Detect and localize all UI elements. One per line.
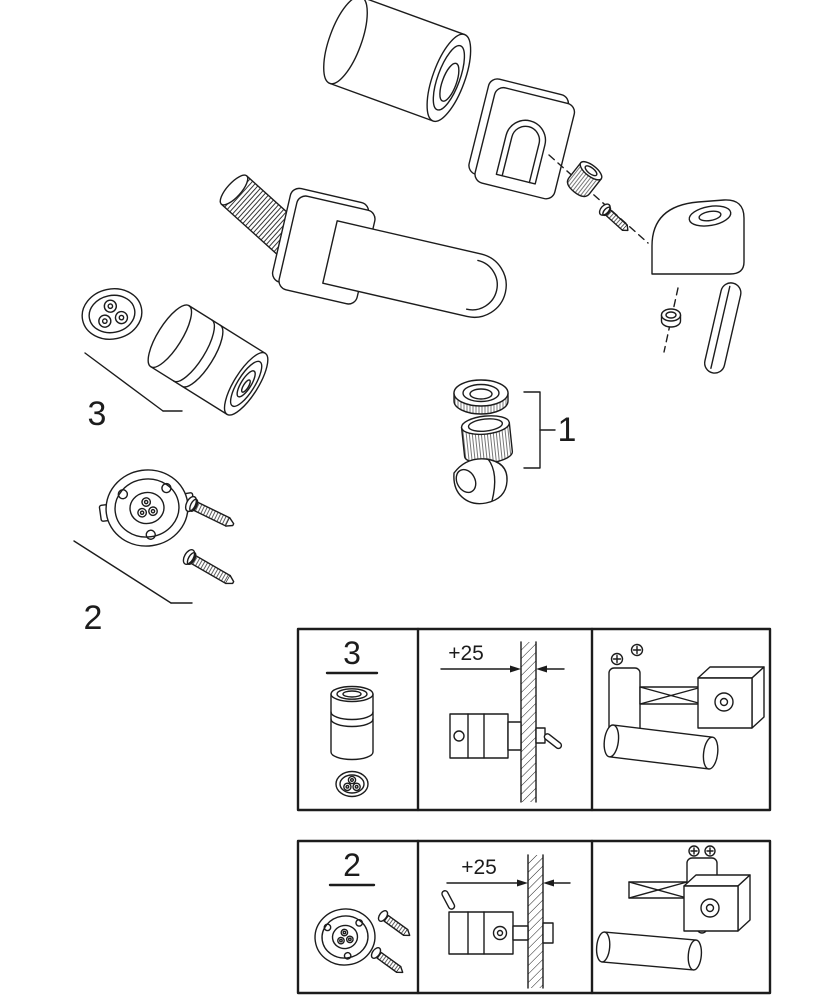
panel-2-part-screw-1 xyxy=(377,910,411,937)
mounting-screw-2-drawing xyxy=(182,549,235,585)
aerator-insert-drawing xyxy=(460,415,514,464)
panel-3-part-disc xyxy=(335,770,369,798)
panel-2-wall-section xyxy=(527,854,544,989)
cartridge-sleeve-drawing xyxy=(147,304,269,416)
lever-blade-drawing xyxy=(703,282,742,374)
aerator-nut-drawing xyxy=(453,379,509,415)
panel-3-valve-side-view xyxy=(449,713,563,759)
panel-3-dimension-arrows xyxy=(440,665,565,673)
cartridge-disc-drawing xyxy=(81,288,143,340)
axis-dashed-line-lower xyxy=(663,287,679,353)
mounting-screw-1-drawing xyxy=(184,495,235,527)
panel-2-label: 2 xyxy=(343,847,361,883)
install-panel-3: 3 +25 xyxy=(296,627,772,812)
callout-2-label: 2 xyxy=(84,599,103,637)
panel-2-valve-side-view xyxy=(441,890,554,955)
panel-2-dimension-arrows xyxy=(446,879,571,887)
callout-3-leader xyxy=(84,352,183,412)
adjuster-knob-drawing xyxy=(566,160,603,198)
panel-3-dimension-label: +25 xyxy=(448,642,484,665)
panel-2-border xyxy=(296,839,772,995)
panel-3-wall-section xyxy=(520,641,537,803)
callout-2-leader xyxy=(73,540,193,604)
handle-cap-drawing xyxy=(323,0,472,123)
panel-3-border xyxy=(296,627,772,812)
spout-drawing xyxy=(322,220,507,318)
panel-2-part-flange xyxy=(314,908,376,966)
callout-1-bracket xyxy=(523,391,556,469)
install-panel-2: 2 xyxy=(296,839,772,995)
callout-3-label: 3 xyxy=(88,395,107,433)
panel-3-label: 3 xyxy=(343,635,361,671)
panel-3-part-sleeve xyxy=(330,685,374,761)
panel-3-rough-in-view xyxy=(603,643,765,770)
mounting-flange-drawing xyxy=(98,469,195,547)
aerator-elbow-drawing xyxy=(453,458,508,505)
panel-2-part-screw-2 xyxy=(370,947,404,974)
callout-1-label: 1 xyxy=(558,411,577,449)
panel-2-dimension-label: +25 xyxy=(461,856,497,879)
set-screw-drawing xyxy=(598,203,629,232)
panel-2-rough-in-view xyxy=(595,845,751,971)
axis-dashed-line-upper xyxy=(548,154,649,244)
lever-handle-body-drawing xyxy=(651,199,745,275)
escutcheon-plate-drawing xyxy=(468,78,576,200)
handle-nut-drawing xyxy=(660,308,682,328)
